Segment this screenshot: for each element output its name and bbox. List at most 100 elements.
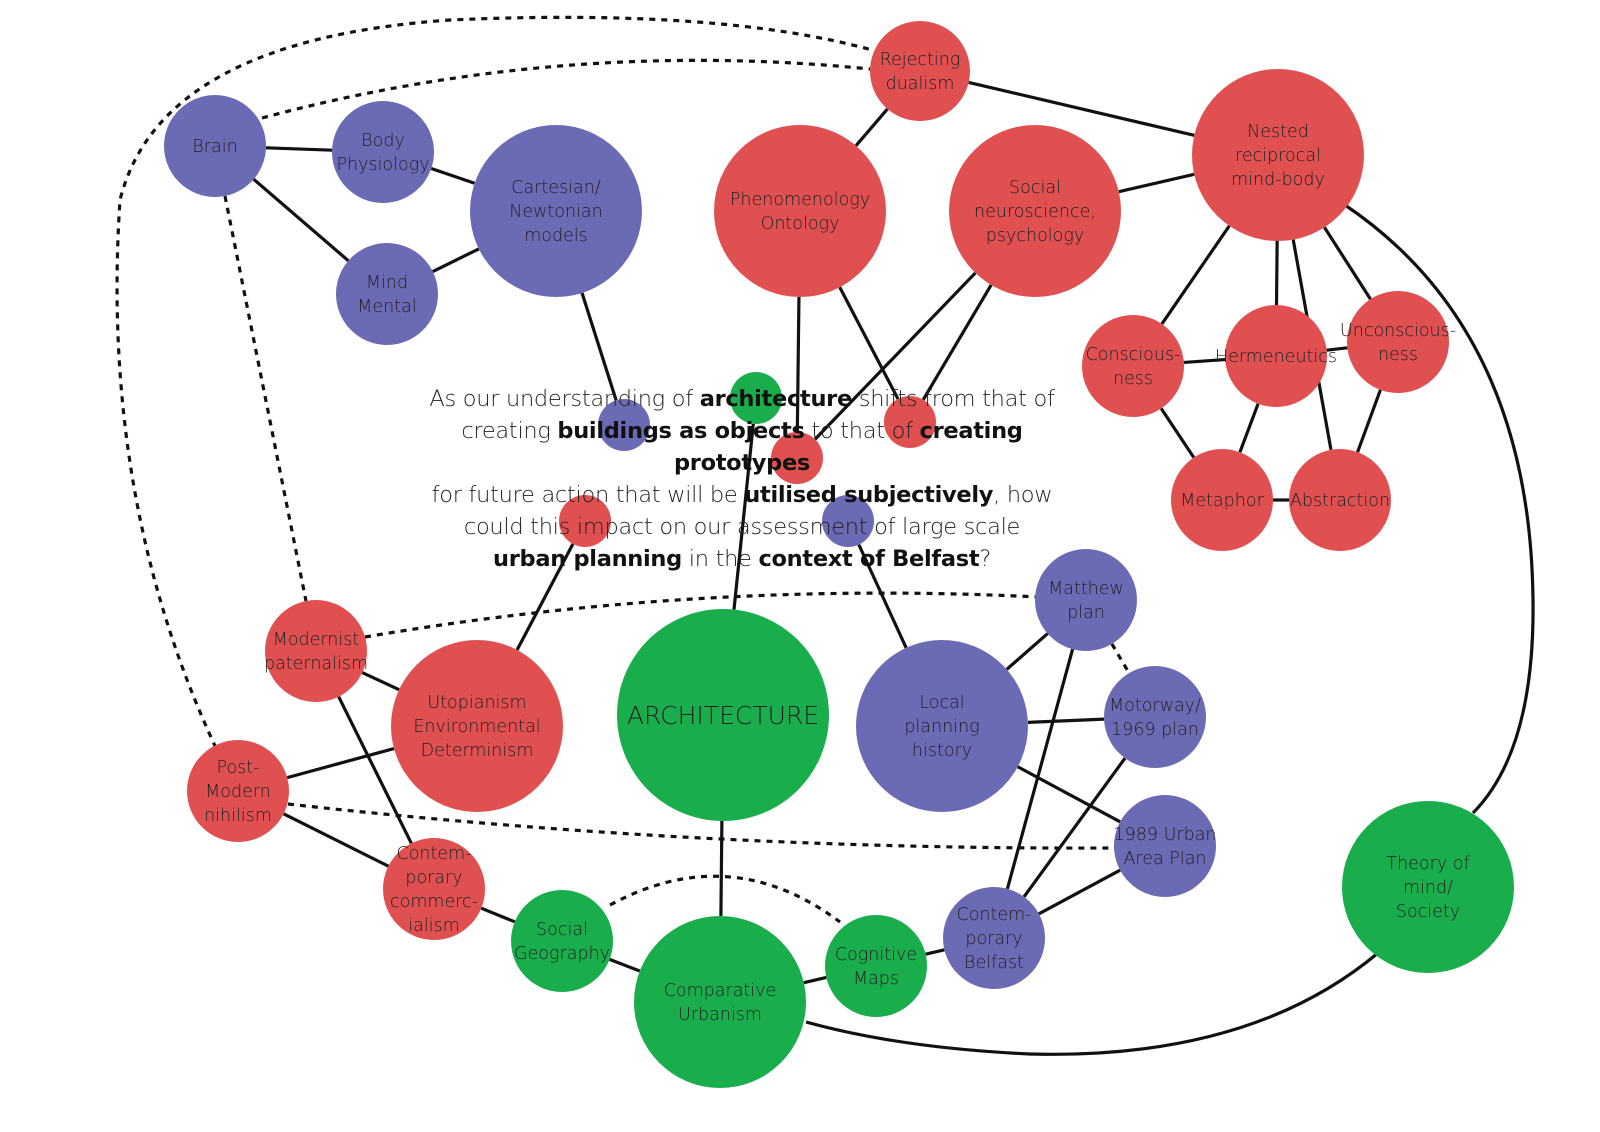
question-text: to that of [804,418,920,444]
question-line: creating buildings as objects to that of… [392,415,1092,479]
node-q-prototypes [884,396,936,448]
question-keyword: buildings as objects [557,418,805,444]
node-label-metaphor: Metaphor [1180,491,1264,511]
edge-social-geography-to-comparative-urbanism [609,957,641,973]
node-circle-unconsciousness [1347,291,1449,393]
node-circle-brain [164,95,266,197]
question-keyword: architecture [699,386,853,412]
node-circle-comparative-urbanism [634,916,806,1088]
node-q-architecture [730,372,782,424]
node-circle-social-geography [511,890,613,992]
question-text: , how [993,482,1053,508]
edge-commercialism-to-social-geography [480,906,516,924]
node-label-brain: Brain [192,137,237,157]
question-line: for future action that will be utilised … [392,479,1092,511]
node-circle-social-neuro [949,125,1121,297]
node-circle-commercialism [383,838,485,940]
node-hermeneutics: Hermeneutics [1215,305,1337,407]
node-circle-consciousness [1082,315,1184,417]
node-label-motorway: Motorway/1969 plan [1109,696,1201,740]
node-circle-cognitive-maps [825,915,927,1017]
question-text: in the [681,546,759,572]
question-text: As our understanding of [429,386,700,412]
node-circle-local-planning [856,640,1028,812]
research-question: As our understanding of architecture shi… [392,383,1092,575]
question-keyword: creating prototypes [673,418,1023,476]
edge-q-urban-to-utopianism [515,543,575,651]
node-circle-body-physiology [332,101,434,203]
edge-hermeneutics-to-metaphor [1238,403,1260,453]
edge-hermeneutics-to-unconsciousness [1326,346,1348,352]
node-circle-metaphor [1171,449,1273,551]
edge-local-planning-to-motorway [1027,717,1105,724]
node-circle-q-utilised [771,432,823,484]
edge-social-geography-to-cognitive-maps [609,874,841,924]
edge-motorway-to-contemporary-belfast [1022,757,1127,898]
edge-matthew-to-motorway [1110,643,1131,674]
node-circle-contemporary-belfast [943,887,1045,989]
node-circle-theory-of-mind [1342,801,1514,973]
edge-rejecting-dualism-to-phenomenology [854,107,889,147]
edge-mind-mental-to-cartesian [432,247,480,273]
node-circle-q-prototypes [884,396,936,448]
edge-postmodern-to-commercialism [282,812,390,868]
node-q-buildings [598,399,650,451]
node-circle-modernist [265,600,367,702]
node-circle-q-urban [559,495,611,547]
question-keyword: urban planning [493,546,682,572]
edge-rejecting-dualism-to-nested [968,80,1195,137]
node-metaphor: Metaphor [1171,449,1273,551]
question-line: could this impact on our assessment of l… [392,511,1092,543]
question-line: urban planning in the context of Belfast… [392,543,1092,575]
edge-social-neuro-to-q-prototypes [921,284,993,401]
edge-modernist-to-commercialism [337,695,413,845]
edge-architecture-to-comparative-urbanism [719,820,724,917]
edge-body-physiology-to-cartesian [430,166,476,185]
question-line: As our understanding of architecture shi… [392,383,1092,415]
edge-nested-to-hermeneutics [1274,240,1279,306]
edge-modernist-to-matthew [364,591,1039,639]
edge-nested-to-unconsciousness [1323,226,1372,300]
node-circle-postmodern [187,740,289,842]
node-label-abstraction: Abstraction [1290,491,1390,511]
edge-postmodern-to-utopianism [286,747,395,780]
edge-social-neuro-to-nested [1118,172,1195,194]
question-text: creating [461,418,558,444]
node-circle-nested [1192,69,1364,241]
question-text: for future action that will be [431,482,745,508]
edge-phenomenology-to-q-prototypes [838,286,900,400]
node-label-unconsciousness: Unconscious-ness [1340,321,1456,365]
node-label-consciousness: Conscious-ness [1086,345,1181,389]
node-unconsciousness: Unconscious-ness [1340,291,1456,393]
node-label-hermeneutics: Hermeneutics [1215,347,1337,367]
question-keyword: utilised subjectively [744,482,994,508]
